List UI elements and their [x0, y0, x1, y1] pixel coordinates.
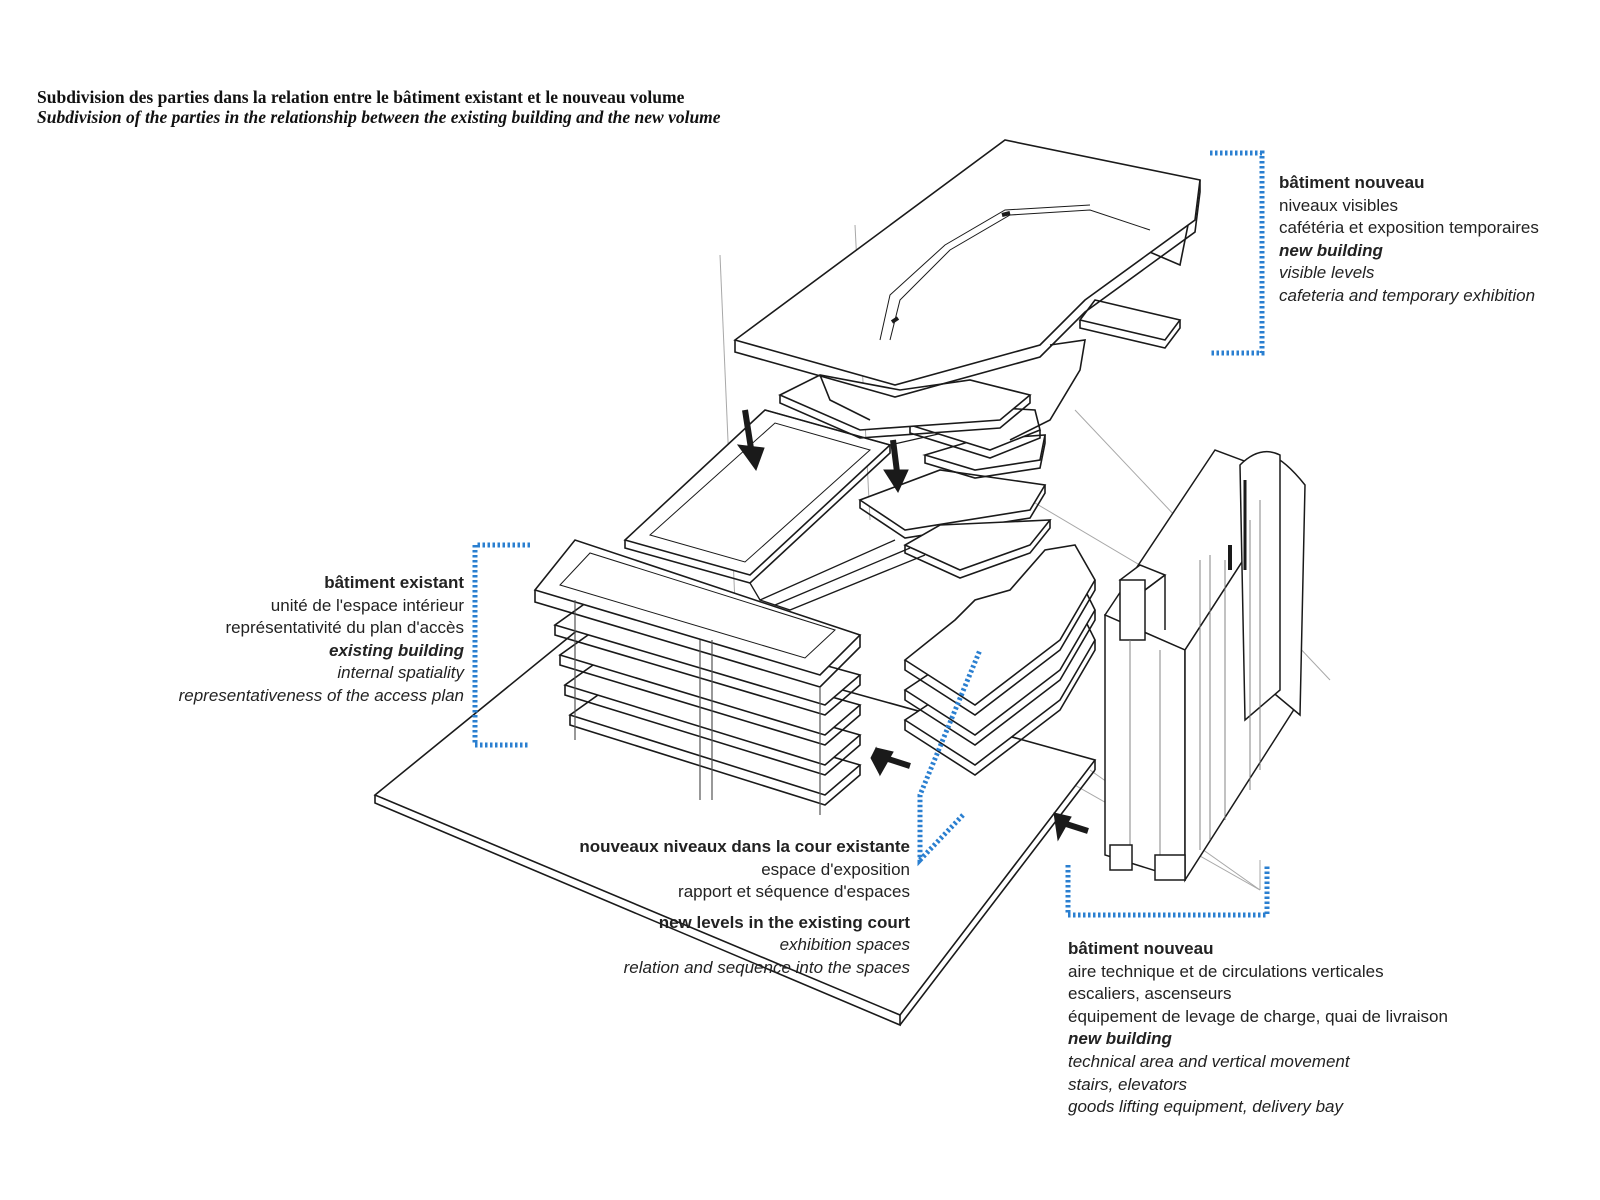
annotation-heading-fr: nouveaux niveaux dans la cour existante [579, 837, 910, 856]
annotation-heading-en: existing building [328, 640, 464, 660]
annotation-line: espace d'exposition [761, 859, 910, 879]
annotation-line: goods lifting equipment, delivery bay [1068, 1097, 1343, 1117]
annotation-line: rapport et séquence d'espaces [678, 882, 910, 902]
title-english: Subdivision of the parties in the relati… [37, 107, 721, 127]
arrow-down-left-icon [736, 409, 765, 472]
annotation-heading-en: new building [1279, 240, 1383, 260]
annotation-line: unité de l'espace intérieur [270, 595, 464, 615]
annotation-heading-en: new building [1068, 1029, 1172, 1049]
bracket-new-building-tower [1065, 865, 1270, 918]
arrow-down-right-icon [883, 439, 909, 494]
annotation-line: cafeteria and temporary exhibition [1279, 285, 1536, 305]
annotation-new-building-top: bâtiment nouveau niveaux visibles cafété… [1279, 172, 1539, 308]
annotation-line: internal spatiality [337, 663, 464, 683]
arrows [736, 409, 1089, 842]
arrow-left-court-icon [870, 746, 911, 777]
annotation-line: escaliers, ascenseurs [1068, 984, 1232, 1004]
annotation-heading-fr: bâtiment nouveau [1279, 173, 1425, 192]
annotation-line: aire technique et de circulations vertic… [1068, 961, 1384, 981]
new-building-tower [1103, 449, 1306, 883]
annotation-line: stairs, elevators [1068, 1074, 1188, 1094]
annotation-line: équipement de levage de charge, quai de … [1068, 1006, 1448, 1026]
annotation-heading-fr: bâtiment nouveau [1068, 939, 1214, 958]
annotation-heading-fr: bâtiment existant [324, 573, 464, 592]
bracket-existing-building [472, 542, 530, 748]
annotation-court-levels: nouveaux niveaux dans la cour existante … [579, 836, 910, 980]
annotation-existing-building: bâtiment existant unité de l'espace inté… [179, 572, 464, 708]
annotation-line: représentativité du plan d'accès [225, 618, 464, 638]
bracket-new-building-top [1210, 150, 1265, 356]
annotation-line: relation and sequence into the spaces [623, 957, 910, 977]
annotation-line: representativeness of the access plan [178, 685, 464, 705]
annotation-line: exhibition spaces [779, 935, 910, 955]
title-french: Subdivision des parties dans la relation… [37, 87, 685, 107]
annotation-heading-en: new levels in the existing court [658, 912, 910, 932]
annotation-line: visible levels [1279, 263, 1375, 283]
annotation-new-building-tower: bâtiment nouveau aire technique et de ci… [1068, 938, 1448, 1119]
annotation-line: niveaux visibles [1279, 195, 1399, 215]
annotation-line: cafétéria et exposition temporaires [1279, 218, 1539, 238]
bracket-court-levels [917, 649, 983, 867]
annotation-line: technical area and vertical movement [1068, 1051, 1350, 1071]
new-building-top [733, 139, 1201, 441]
existing-building [533, 409, 1001, 815]
brackets [472, 150, 1270, 918]
arrow-left-tower-icon [1053, 812, 1089, 842]
